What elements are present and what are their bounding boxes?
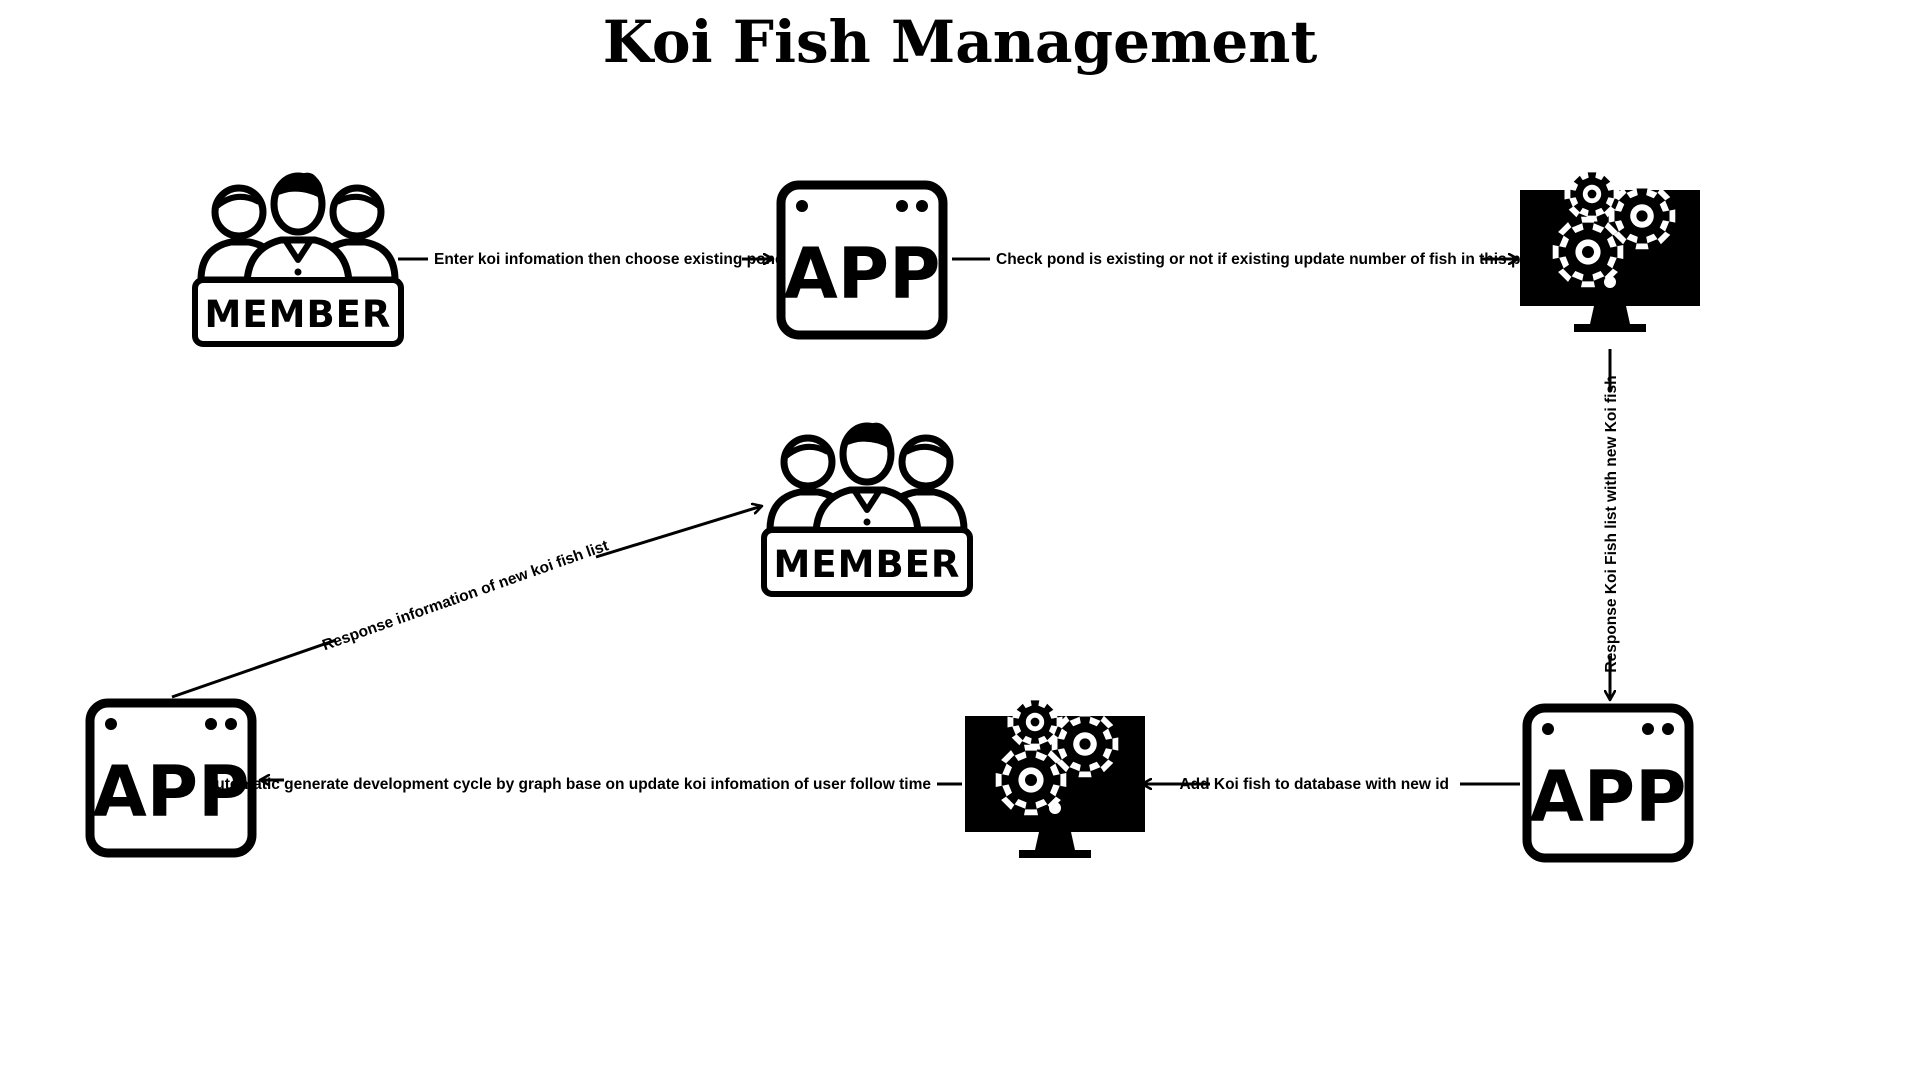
edge-line	[171, 638, 337, 699]
edge-label: Automatic generate development cycle by …	[204, 776, 931, 793]
edge-label: Check pond is existing or not if existin…	[996, 251, 1549, 268]
gear-hub	[1025, 774, 1037, 786]
member-label: MEMBER	[205, 293, 392, 336]
member-node-2: MEMBER	[764, 423, 970, 594]
member-label: MEMBER	[774, 543, 961, 586]
edge-database-to-app: Automatic generate development cycle by …	[204, 776, 962, 793]
app-node-2: APP	[1527, 708, 1689, 858]
edge-member-to-app: Enter koi infomation then choose existin…	[398, 251, 785, 268]
app-label: APP	[93, 751, 250, 833]
server-node-1	[1520, 166, 1700, 332]
app-label: APP	[1530, 756, 1687, 838]
member-node-1: MEMBER	[195, 173, 401, 344]
server-node-2	[965, 694, 1145, 858]
app-node-1: APP	[781, 185, 943, 335]
edge-label: Add Koi fish to database with new id	[1179, 776, 1449, 793]
edge-label: Response information of new koi fish lis…	[320, 537, 611, 654]
page-title: Koi Fish Management	[603, 8, 1318, 76]
gear-hub	[1582, 246, 1594, 258]
gear-hub	[1030, 717, 1040, 727]
edge-app-to-database: Add Koi fish to database with new id	[1142, 776, 1520, 793]
app-node-3: APP	[90, 703, 252, 853]
gear-hub	[1587, 189, 1597, 199]
gear-hub	[1636, 210, 1648, 222]
edge-label: Response Koi Fish list with new Koi fish	[1603, 375, 1620, 672]
edge-label: Enter koi infomation then choose existin…	[434, 251, 785, 268]
edge-app-to-server: Check pond is existing or not if existin…	[952, 251, 1549, 268]
edge-server-to-app: Response Koi Fish list with new Koi fish	[1603, 349, 1620, 700]
app-label: APP	[784, 233, 941, 315]
edge-app-to-member: Response information of new koi fish lis…	[171, 506, 762, 699]
edge-arrow	[595, 506, 762, 559]
gear-hub	[1079, 738, 1091, 750]
